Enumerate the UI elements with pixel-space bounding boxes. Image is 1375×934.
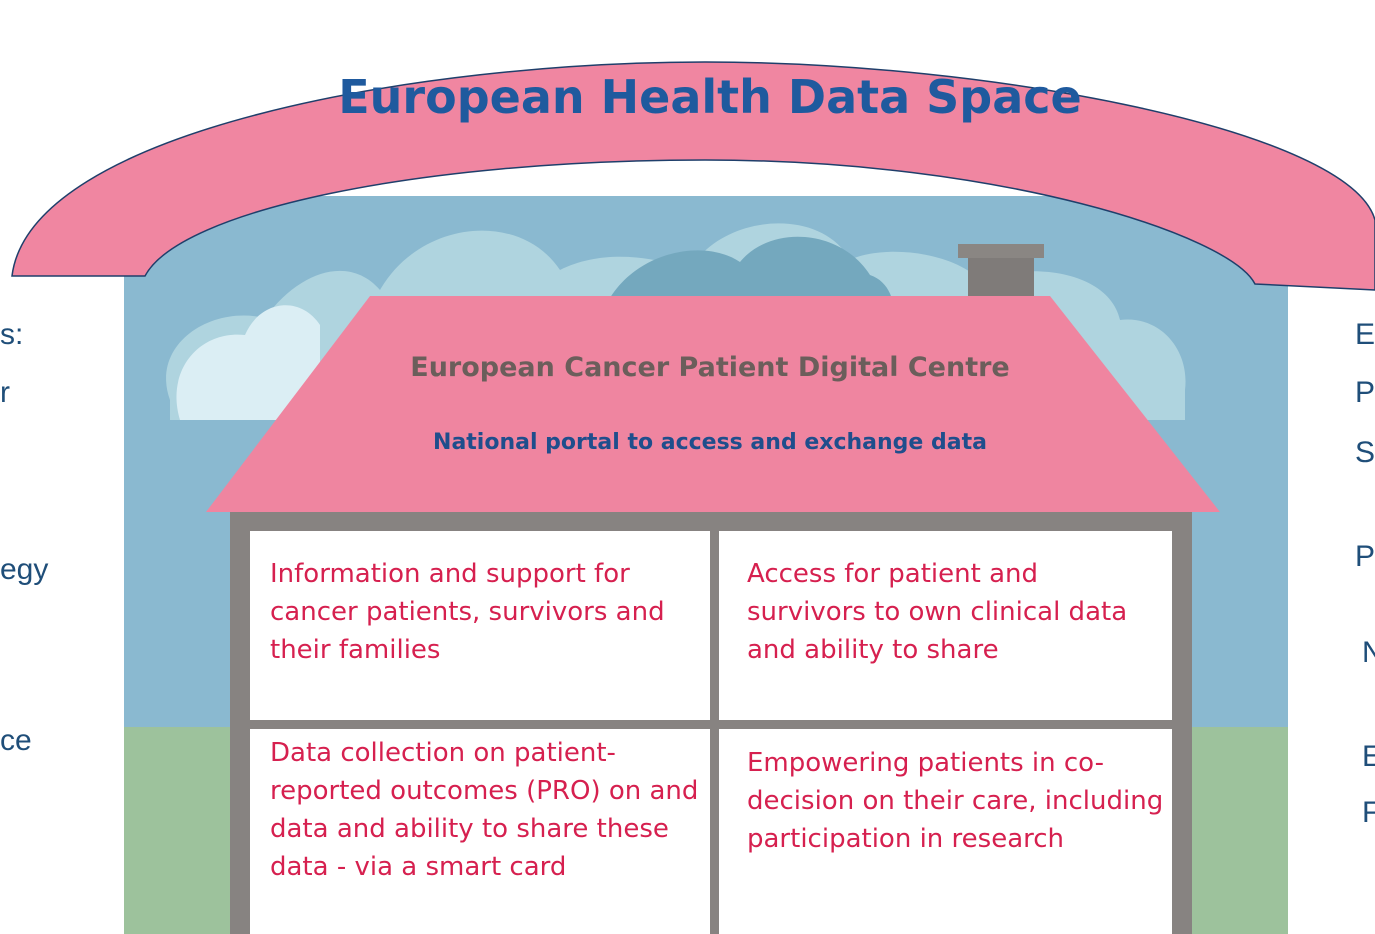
room-text-2: Access for patient and survivors to own … (747, 559, 1128, 665)
right-fragment-3: S (1355, 436, 1375, 469)
right-fragment-5: N (1362, 636, 1375, 669)
roof-subtitle: National portal to access and exchange d… (433, 430, 987, 455)
right-fragment-6: E (1362, 740, 1375, 773)
right-fragment-2: P (1355, 376, 1375, 409)
right-fragment-4: P (1355, 540, 1375, 573)
left-fragment-1: s: (0, 318, 24, 351)
right-fragment-7: F (1362, 796, 1375, 829)
room-bottom-right (719, 729, 1172, 934)
roof-title: European Cancer Patient Digital Centre (410, 352, 1010, 383)
left-fragment-2: r (0, 376, 10, 409)
room-top-left (250, 531, 710, 720)
room-text-3: Data collection on patient-reported outc… (270, 738, 699, 882)
right-fragment-1: E (1355, 318, 1375, 351)
room-text-4: Empowering patients in co-decision on th… (747, 748, 1164, 854)
chimney-cap (958, 244, 1044, 258)
room-top-right (719, 531, 1172, 720)
arch-title: European Health Data Space (338, 70, 1082, 124)
left-fragment-4: ce (0, 724, 32, 757)
room-bottom-left (250, 729, 710, 934)
roof (206, 296, 1220, 512)
room-text-1: Information and support for cancer patie… (270, 559, 665, 665)
left-fragment-3: egy (0, 553, 49, 586)
arch (11, 61, 1375, 291)
